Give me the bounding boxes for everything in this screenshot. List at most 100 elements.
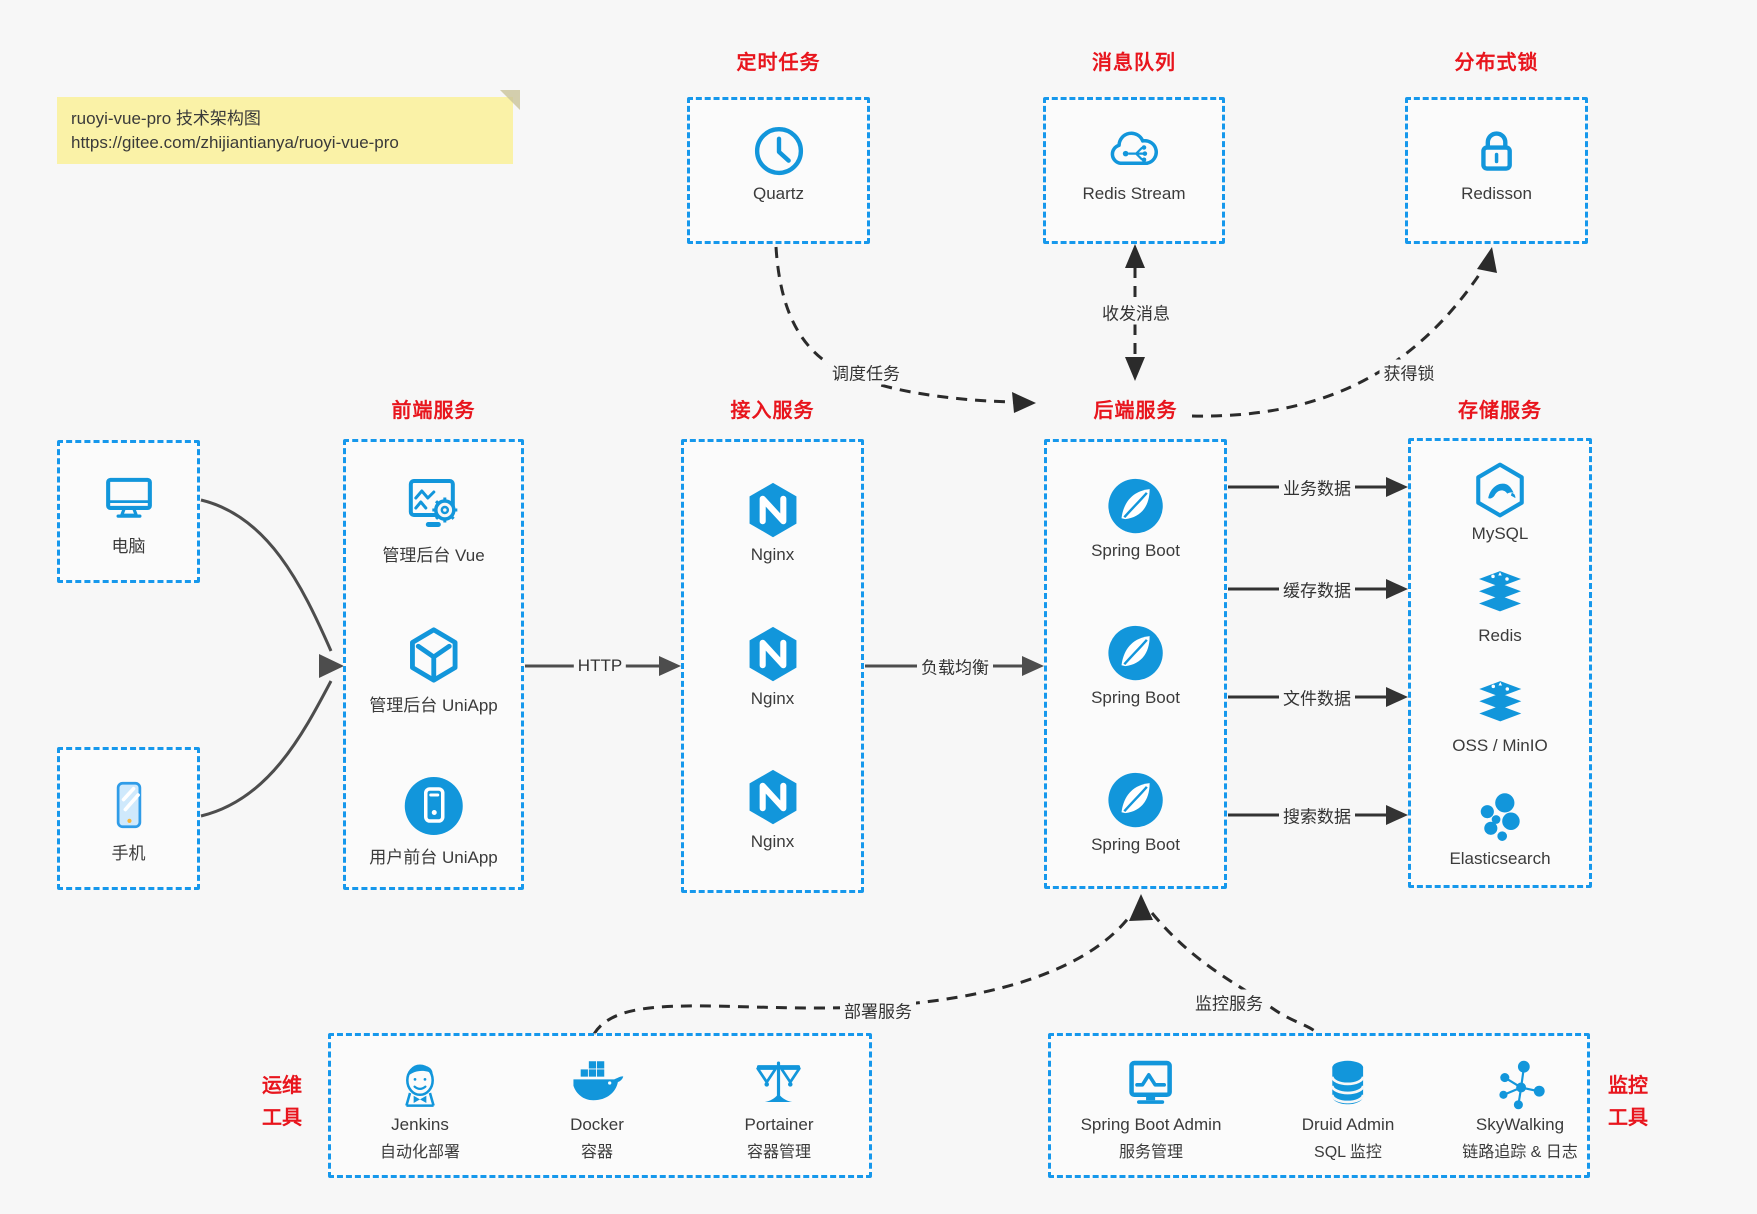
group-title-message-queue: 消息队列 xyxy=(1092,52,1176,74)
node-label: Portainer xyxy=(744,1115,814,1134)
node-admin-uniapp: 管理后台 UniApp xyxy=(369,624,498,716)
node-springboot-2: Spring Boot xyxy=(1091,623,1180,708)
edge-label-business-data: 业务数据 xyxy=(1279,474,1355,500)
clock-icon xyxy=(754,126,803,176)
node-mysql: MySQL xyxy=(1471,461,1529,544)
node-sublabel: 容器 xyxy=(580,1144,613,1161)
node-redisson: Redisson xyxy=(1461,123,1532,204)
side-label-monitor-line1: 监控 xyxy=(1608,1075,1648,1097)
group-title-backend: 后端服务 xyxy=(1093,400,1178,422)
node-label: Nginx xyxy=(750,832,795,851)
group-box-backend: Spring Boot Spring Boot Spring Boot xyxy=(1044,439,1227,889)
node-elasticsearch: Elasticsearch xyxy=(1449,788,1551,869)
node-springboot-3: Spring Boot xyxy=(1091,770,1180,855)
side-label-monitor: 监控 工具 xyxy=(1608,1070,1670,1134)
springboot-admin-icon xyxy=(1129,1060,1173,1104)
node-druid-admin: Druid Admin SQL 监控 xyxy=(1301,1054,1395,1162)
node-sublabel: 链路追踪 & 日志 xyxy=(1462,1144,1578,1161)
docker-icon xyxy=(573,1061,624,1101)
node-label: 手机 xyxy=(111,844,146,863)
group-box-gateway: Nginx Nginx Nginx xyxy=(681,439,864,893)
node-label: Spring Boot xyxy=(1091,688,1180,707)
elasticsearch-icon xyxy=(1480,793,1520,841)
admin-vue-icon xyxy=(408,479,457,527)
jenkins-icon xyxy=(405,1064,435,1107)
node-user-uniapp: 用户前台 UniApp xyxy=(369,774,498,868)
node-skywalking: SkyWalking 链路追踪 & 日志 xyxy=(1462,1054,1578,1162)
side-label-ops-line1: 运维 xyxy=(262,1075,302,1097)
node-oss-minio: OSS / MinIO xyxy=(1452,675,1548,756)
group-title-distributed-lock: 分布式锁 xyxy=(1454,52,1539,74)
node-sublabel: 自动化部署 xyxy=(379,1144,461,1161)
node-redis: Redis xyxy=(1472,565,1528,646)
node-pc: 电脑 xyxy=(100,469,158,557)
node-nginx-2: Nginx xyxy=(743,624,803,709)
nginx-icon xyxy=(749,626,796,682)
side-label-ops-line2: 工具 xyxy=(262,1107,302,1129)
edge-label-search-data: 搜索数据 xyxy=(1279,802,1355,828)
node-label: Redis xyxy=(1478,626,1522,645)
edge-label-acquire-lock: 获得锁 xyxy=(1379,359,1439,385)
node-label: Docker xyxy=(570,1115,624,1134)
uniapp-cube-icon xyxy=(409,627,458,683)
node-label: Redisson xyxy=(1461,184,1532,203)
node-sublabel: 服务管理 xyxy=(1118,1144,1183,1161)
edge-label-cache-data: 缓存数据 xyxy=(1279,576,1355,602)
node-label: SkyWalking xyxy=(1475,1115,1565,1134)
group-box-frontend: 管理后台 Vue 管理后台 UniApp 用户前台 UniApp xyxy=(343,439,524,890)
group-box-scheduled-task: Quartz xyxy=(687,97,870,244)
edge-label-load-balance: 负载均衡 xyxy=(917,653,993,679)
node-label: Nginx xyxy=(750,545,795,564)
edge-label-file-data: 文件数据 xyxy=(1279,684,1355,710)
client-box-pc: 电脑 xyxy=(57,440,200,583)
node-sublabel: 容器管理 xyxy=(746,1144,812,1161)
group-title-scheduled-task: 定时任务 xyxy=(736,52,821,74)
node-label: 管理后台 Vue xyxy=(382,546,485,565)
group-box-monitor-tools: Spring Boot Admin 服务管理 Druid Admin SQL 监… xyxy=(1048,1033,1590,1178)
node-label: Elasticsearch xyxy=(1449,849,1551,868)
node-label: MySQL xyxy=(1471,524,1529,543)
group-title-frontend: 前端服务 xyxy=(391,400,476,422)
skywalking-icon xyxy=(1499,1060,1545,1110)
lock-icon xyxy=(1481,131,1512,171)
note-title: ruoyi-vue-pro 技术架构图 xyxy=(71,109,261,128)
group-box-message-queue: Redis Stream xyxy=(1043,97,1225,244)
node-label: 用户前台 UniApp xyxy=(369,848,498,867)
node-label: Spring Boot Admin xyxy=(1080,1115,1222,1134)
note-fold-corner xyxy=(500,90,520,110)
node-portainer: Portainer 容器管理 xyxy=(744,1054,814,1162)
mysql-icon xyxy=(1476,462,1524,518)
group-title-gateway: 接入服务 xyxy=(730,400,815,422)
desktop-icon xyxy=(105,477,152,518)
edge-label-http: HTTP xyxy=(573,656,627,676)
node-redis-stream: Redis Stream xyxy=(1083,123,1185,204)
node-mobile: 手机 xyxy=(100,776,158,864)
druid-icon xyxy=(1331,1060,1365,1105)
node-jenkins: Jenkins 自动化部署 xyxy=(380,1054,460,1162)
nginx-icon xyxy=(749,769,796,825)
spring-icon xyxy=(1108,478,1163,534)
spring-icon xyxy=(1108,772,1163,828)
node-nginx-3: Nginx xyxy=(743,767,803,852)
edge-label-monitor-service: 监控服务 xyxy=(1191,989,1267,1015)
node-admin-vue: 管理后台 Vue xyxy=(382,472,485,566)
group-box-ops-tools: Jenkins 自动化部署 Docker 容器 xyxy=(328,1033,872,1178)
node-label: Jenkins xyxy=(391,1115,449,1134)
node-label: Quartz xyxy=(752,184,805,203)
node-label: OSS / MinIO xyxy=(1452,736,1548,755)
node-sublabel: SQL 监控 xyxy=(1314,1144,1382,1161)
group-title-storage: 存储服务 xyxy=(1458,400,1542,422)
side-label-monitor-line2: 工具 xyxy=(1608,1107,1648,1129)
nginx-icon xyxy=(749,482,796,538)
cloud-stream-icon xyxy=(1111,131,1159,165)
node-label: Nginx xyxy=(750,689,795,708)
node-quartz: Quartz xyxy=(751,123,807,204)
client-box-mobile: 手机 xyxy=(57,747,200,890)
edge-label-send-receive-message: 收发消息 xyxy=(1098,299,1174,325)
node-label: 管理后台 UniApp xyxy=(369,696,498,715)
node-label: 电脑 xyxy=(111,537,146,556)
node-docker: Docker 容器 xyxy=(568,1054,626,1162)
node-label: Spring Boot xyxy=(1091,541,1180,560)
node-label: Druid Admin xyxy=(1301,1115,1395,1134)
